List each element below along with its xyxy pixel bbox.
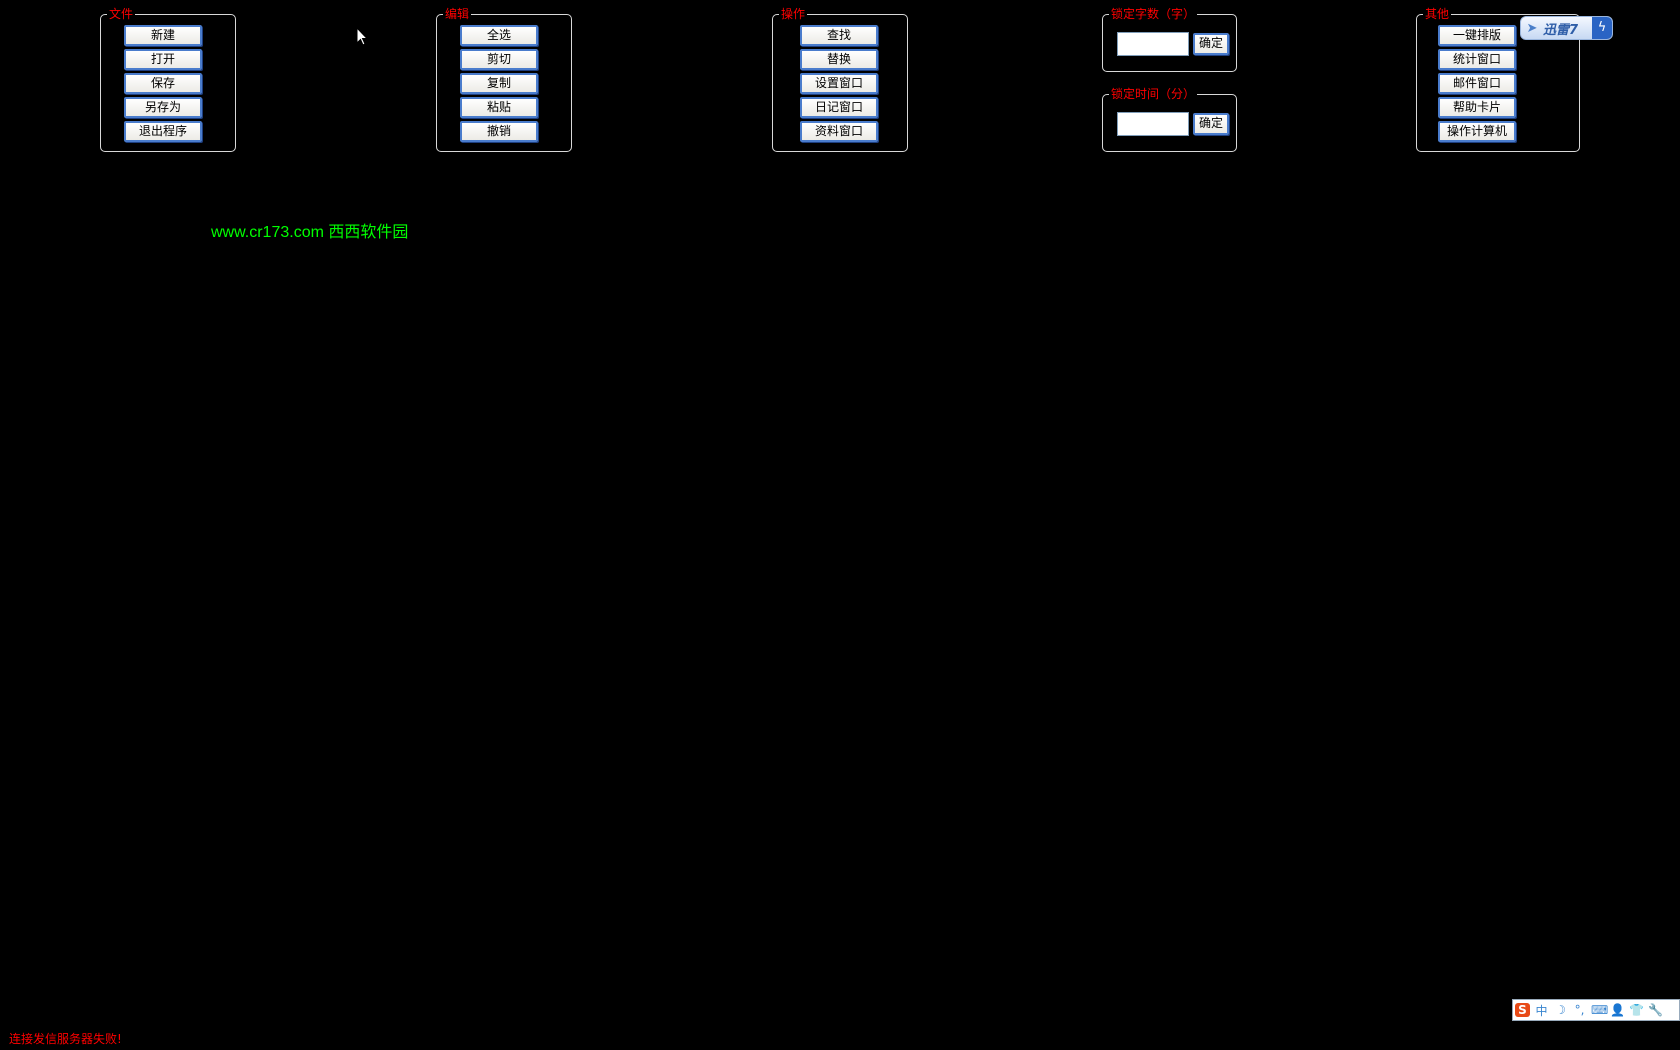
open-button[interactable]: 打开 <box>124 49 202 70</box>
exit-button[interactable]: 退出程序 <box>124 121 202 142</box>
operate-group: 操作 <box>772 6 908 152</box>
save-button[interactable]: 保存 <box>124 73 202 94</box>
lock-time-input[interactable] <box>1117 112 1189 136</box>
calculator-button[interactable]: 操作计算机 <box>1438 121 1516 142</box>
wrench-icon[interactable]: 🔧 <box>1648 1003 1663 1017</box>
lightning-icon: ϟ <box>1592 17 1612 39</box>
lock-words-title: 锁定字数（字） <box>1109 6 1198 22</box>
cut-button[interactable]: 剪切 <box>460 49 538 70</box>
skin-shirt-icon[interactable]: 👕 <box>1629 1003 1644 1017</box>
other-group: 其他 <box>1416 6 1580 152</box>
ime-toolbar: S 中 ☽ °, ⌨ 👤 👕 🔧 <box>1512 999 1680 1021</box>
status-message: 连接发信服务器失败! <box>9 1032 122 1046</box>
find-button[interactable]: 查找 <box>800 25 878 46</box>
select-all-button[interactable]: 全选 <box>460 25 538 46</box>
other-group-title: 其他 <box>1423 6 1452 22</box>
chinese-mode-icon[interactable]: 中 <box>1535 1003 1548 1018</box>
mouse-cursor-icon <box>356 27 368 46</box>
lock-words-input[interactable] <box>1117 32 1189 56</box>
edit-group: 编辑 <box>436 6 572 152</box>
xunlei-float-badge[interactable]: ➤ 迅雷7 ϟ <box>1520 16 1613 40</box>
user-icon[interactable]: 👤 <box>1610 1003 1625 1017</box>
copy-button[interactable]: 复制 <box>460 73 538 94</box>
operate-group-title: 操作 <box>779 6 808 22</box>
lock-time-group: 锁定时间（分） <box>1102 86 1237 152</box>
xunlei-label: 迅雷7 <box>1543 22 1579 38</box>
save-as-button[interactable]: 另存为 <box>124 97 202 118</box>
new-button[interactable]: 新建 <box>124 25 202 46</box>
lock-time-confirm-button[interactable]: 确定 <box>1193 113 1229 135</box>
help-card-button[interactable]: 帮助卡片 <box>1438 97 1516 118</box>
stats-window-button[interactable]: 统计窗口 <box>1438 49 1516 70</box>
replace-button[interactable]: 替换 <box>800 49 878 70</box>
lock-words-group: 锁定字数（字） <box>1102 6 1237 72</box>
lock-time-title: 锁定时间（分） <box>1109 86 1198 102</box>
data-window-button[interactable]: 资料窗口 <box>800 121 878 142</box>
watermark-text: www.cr173.com 西西软件园 <box>211 224 409 241</box>
undo-button[interactable]: 撤销 <box>460 121 538 142</box>
edit-group-title: 编辑 <box>443 6 472 22</box>
half-width-moon-icon[interactable]: ☽ <box>1555 1003 1566 1017</box>
xunlei-bird-icon: ➤ <box>1526 20 1538 36</box>
punctuation-icon[interactable]: °, <box>1574 1003 1585 1017</box>
paste-button[interactable]: 粘贴 <box>460 97 538 118</box>
keyboard-icon[interactable]: ⌨ <box>1591 1003 1609 1017</box>
file-group-title: 文件 <box>107 6 136 22</box>
settings-window-button[interactable]: 设置窗口 <box>800 73 878 94</box>
auto-format-button[interactable]: 一键排版 <box>1438 25 1516 46</box>
sogou-logo-icon[interactable]: S <box>1515 1003 1530 1017</box>
diary-window-button[interactable]: 日记窗口 <box>800 97 878 118</box>
mail-window-button[interactable]: 邮件窗口 <box>1438 73 1516 94</box>
file-group: 文件 <box>100 6 236 152</box>
lock-words-confirm-button[interactable]: 确定 <box>1193 33 1229 55</box>
